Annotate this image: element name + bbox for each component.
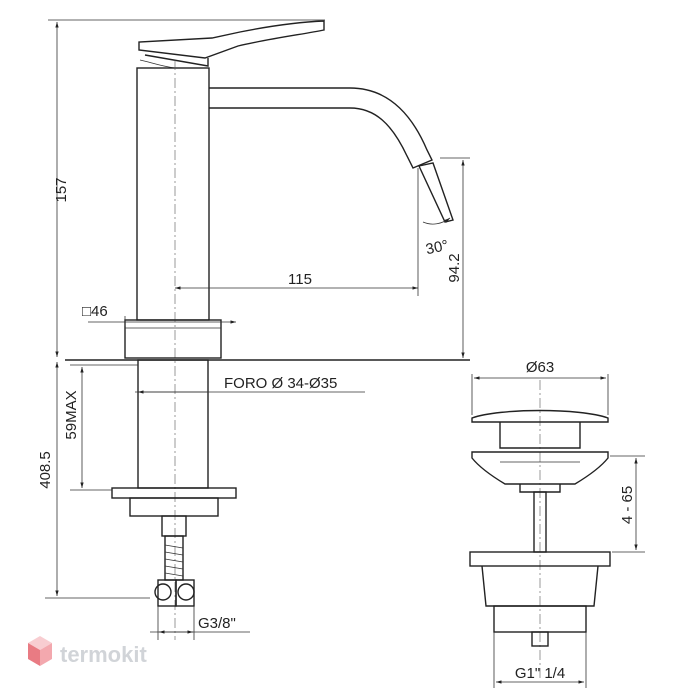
mounting-plate	[111, 487, 237, 499]
faucet-drawing	[65, 20, 470, 640]
logo-text: termokit	[60, 642, 147, 667]
dim-waste-range: 4 - 65	[619, 486, 636, 524]
cube-icon	[28, 636, 52, 666]
dim-inlet-thread: G3/8"	[198, 615, 236, 632]
flex-hose	[154, 535, 195, 607]
dim-waste-diameter: Ø63	[526, 359, 554, 376]
spout	[209, 87, 433, 169]
dim-base-square: □46	[82, 303, 108, 320]
dim-waste-thread: G1" 1/4	[515, 665, 565, 682]
dim-hole: FORO Ø 34-Ø35	[224, 375, 337, 392]
termokit-logo: termokit	[28, 636, 147, 667]
waste-drawing	[469, 380, 611, 680]
dim-spout-height: 94.2	[446, 253, 463, 282]
base-ring	[124, 319, 222, 359]
dim-height-total: 157	[53, 177, 70, 202]
lever-handle	[138, 20, 325, 59]
dim-hose-length: 408.5	[37, 451, 54, 489]
waste-dimensions: Ø63 4 - 65 G1" 1/4	[471, 359, 645, 688]
waste-flange	[471, 451, 609, 485]
shank	[137, 359, 209, 489]
dim-spout-reach: 115	[288, 271, 312, 288]
faucet-body	[136, 67, 210, 321]
waste-cap	[471, 409, 609, 423]
waste-nut	[469, 551, 611, 567]
dim-max-thickness: 59MAX	[63, 390, 80, 439]
dim-angle: 30°	[424, 237, 450, 258]
faucet-dimensions: 157 115 94.2 30° □46 59MAX 408.5 FORO Ø …	[37, 19, 470, 640]
